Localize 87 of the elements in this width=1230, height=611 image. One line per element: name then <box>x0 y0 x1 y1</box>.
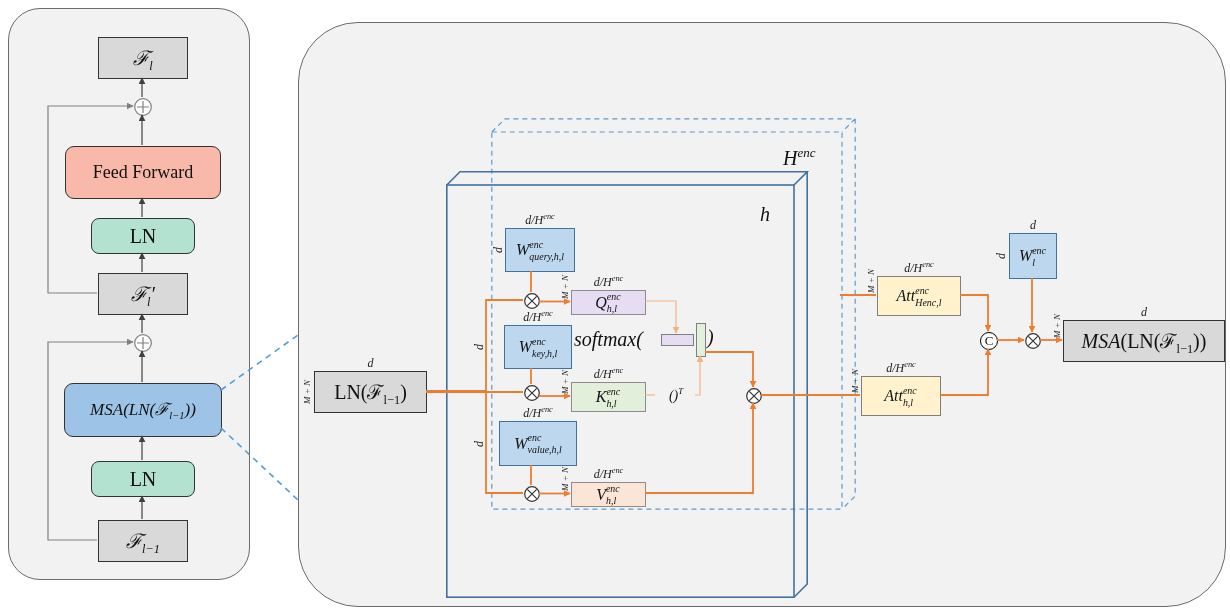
dimension-label: d/H$^{enc}$ <box>593 275 624 288</box>
connector-line <box>530 270 532 293</box>
bracket-label: ) <box>707 326 714 348</box>
connector-line <box>425 391 524 393</box>
feature-box <box>98 520 188 562</box>
dimension-label: d/H$^{enc}$ <box>886 361 916 374</box>
dimension-label: d/H$^{enc}$ <box>593 367 624 380</box>
concat-circle <box>980 332 998 350</box>
left-panel <box>8 8 250 580</box>
arrow <box>538 298 571 305</box>
arrow <box>138 313 146 334</box>
zoom-line <box>220 334 299 391</box>
math-label: ()$^{T}$ <box>668 388 684 404</box>
attention-box <box>64 383 222 437</box>
add-circle-icon <box>134 334 152 352</box>
arrow <box>138 114 146 146</box>
dimension-label: M + N <box>303 379 312 405</box>
feed-forward-box <box>65 146 221 199</box>
math-label: LN(ℱ$_{l−1}$) <box>334 381 407 403</box>
arrow <box>138 77 146 98</box>
connector-line <box>644 394 656 396</box>
math-label: MSA(LN(ℱ$_{l−1}$)) <box>90 400 196 420</box>
dimension-label: d/H$^{enc}$ <box>904 261 934 274</box>
math-label: ℱ$_{l−1}$ <box>126 530 160 552</box>
dimension-label: d/H$^{enc}$ <box>525 213 555 226</box>
connector-line <box>760 394 861 396</box>
math-label: C <box>984 333 994 349</box>
dimension-label: d/H$^{enc}$ <box>523 310 553 323</box>
dimension-label: d <box>1141 306 1147 318</box>
connector-line <box>530 464 532 486</box>
arrow <box>939 348 992 396</box>
dimension-label: d <box>995 253 1007 259</box>
arrow <box>1039 336 1063 344</box>
arrow <box>47 102 134 294</box>
arrow <box>47 338 134 541</box>
arrow <box>538 392 571 400</box>
math-label: LN <box>129 468 157 490</box>
arrow <box>996 336 1025 344</box>
arrow <box>644 300 680 334</box>
detail-panel <box>298 22 1226 607</box>
multiply-icon <box>524 385 540 401</box>
zoom-line <box>220 427 299 501</box>
multiply-icon <box>524 486 540 502</box>
multiply-icon <box>746 388 762 404</box>
arrow <box>704 351 757 388</box>
feature-box <box>98 37 188 79</box>
math-label: ℱ$_{l}$ <box>133 47 153 69</box>
dimension-label: d <box>367 357 374 369</box>
multiply-icon <box>1025 333 1041 349</box>
arrow <box>694 355 704 396</box>
feature-box <box>98 273 188 315</box>
dimension-label: d/H$^{enc}$ <box>523 406 553 419</box>
norm-box <box>91 218 195 254</box>
connector-line <box>530 367 532 385</box>
group-label: H$^{enc}$ <box>783 146 816 169</box>
arrow <box>1028 277 1036 333</box>
arrow <box>138 435 146 461</box>
math-label: LN <box>129 225 157 247</box>
arrow <box>959 294 992 332</box>
norm-box <box>91 461 195 497</box>
function-label: softmax( <box>574 328 643 350</box>
dimension-label: M + N <box>1053 313 1062 338</box>
dimension-label: M + N <box>561 467 570 492</box>
dimension-label: M + N <box>561 275 570 300</box>
group-label: h <box>760 203 770 225</box>
dimension-label: M + N <box>561 369 570 394</box>
dimension-label: d <box>492 247 504 253</box>
math-label: Feed Forward <box>92 162 194 183</box>
dimension-label: M + N <box>851 368 860 393</box>
multiply-icon <box>524 293 540 309</box>
add-circle-icon <box>134 98 152 116</box>
dimension-label: d <box>1030 219 1036 231</box>
dimension-label: d <box>473 344 485 350</box>
dimension-label: d <box>473 440 485 447</box>
math-label: ℱ$_{l}$′ <box>131 283 155 305</box>
arrow <box>138 197 146 218</box>
query-bar <box>661 334 694 346</box>
arrow <box>538 490 571 497</box>
arrow <box>138 252 146 273</box>
connector-line <box>839 294 877 296</box>
arrow <box>138 350 146 383</box>
arrow <box>138 495 146 520</box>
dimension-label: M + N <box>867 268 876 293</box>
dimension-label: d/H$^{enc}$ <box>593 467 624 480</box>
arrow <box>644 402 757 494</box>
key-bar <box>696 323 706 357</box>
math-label: MSA(LN(ℱ$_{l−1}$)) <box>1081 330 1207 352</box>
